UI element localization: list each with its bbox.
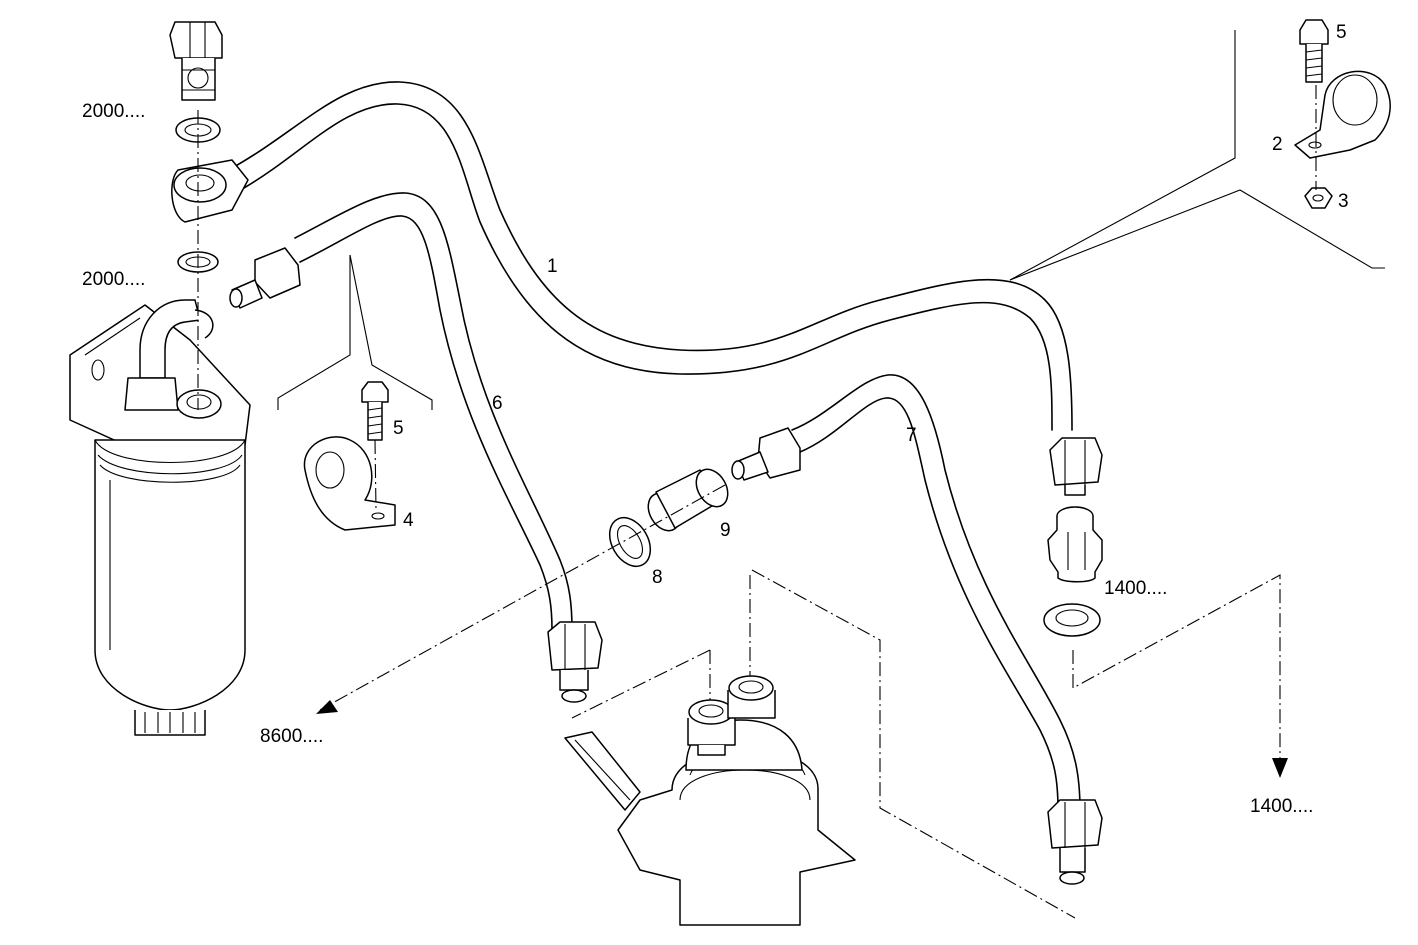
clip-group-right <box>1009 19 1391 281</box>
pipe-6-upper-nut <box>229 247 301 309</box>
pipe-6-lower-nut <box>547 621 603 703</box>
fuel-pipe-1 <box>231 81 1073 431</box>
fuel-pipe-6 <box>294 192 573 631</box>
pipe-1-lower-nut <box>1049 437 1103 496</box>
callout-9: 9 <box>720 520 731 541</box>
leader-1400 <box>1072 574 1281 760</box>
fuel-filter-assembly <box>69 299 251 736</box>
adapter-9 <box>647 468 729 532</box>
sealing-washer-right <box>1043 603 1101 637</box>
ref-8600: 8600.... <box>260 726 323 747</box>
fuel-feed-pump <box>564 569 1076 926</box>
ref-2000-lower: 2000.... <box>82 269 145 290</box>
callout-2: 2 <box>1272 134 1283 155</box>
callout-8: 8 <box>652 567 663 588</box>
fuel-pipe-7 <box>791 374 1081 811</box>
callout-5-right: 5 <box>1336 22 1347 43</box>
pipe-7-lower-nut <box>1047 799 1103 885</box>
callout-7: 7 <box>906 425 917 446</box>
pipe-7-upper-nut <box>731 427 801 481</box>
banjo-fitting <box>171 159 249 223</box>
callout-5-left: 5 <box>393 418 404 439</box>
arrow-1400 <box>1272 758 1288 778</box>
banjo-bolt <box>169 21 223 101</box>
callout-4: 4 <box>403 510 414 531</box>
ref-1400-lower: 1400.... <box>1250 796 1313 817</box>
ref-2000-upper: 2000.... <box>82 101 145 122</box>
callout-6: 6 <box>492 393 503 414</box>
callout-3: 3 <box>1338 191 1349 212</box>
callout-1: 1 <box>547 256 558 277</box>
union-adapter-right <box>1047 506 1103 583</box>
sealing-washer-8 <box>608 517 652 567</box>
arrow-8600 <box>316 700 338 714</box>
leader-8600 <box>319 484 726 711</box>
clip-group-left <box>277 254 433 531</box>
ref-1400-upper: 1400.... <box>1104 578 1167 599</box>
